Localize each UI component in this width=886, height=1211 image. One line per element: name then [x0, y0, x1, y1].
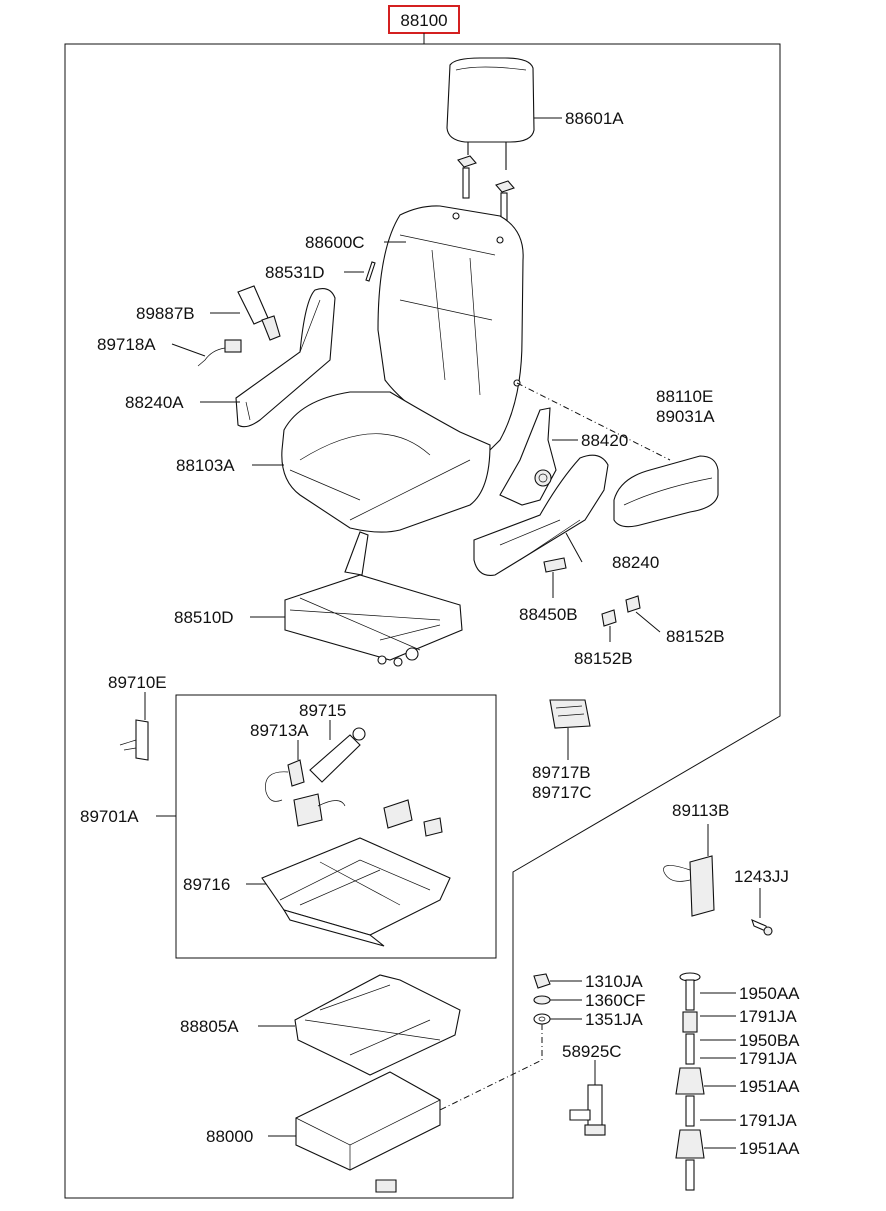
- connector-part-89717[interactable]: [549, 699, 591, 729]
- label-88103A: 88103A: [176, 456, 235, 475]
- cap-part-88450B[interactable]: [543, 557, 567, 573]
- label-89718A: 89718A: [97, 335, 156, 354]
- label-89717B: 89717B: [532, 763, 591, 782]
- washer-part-1351JA[interactable]: [533, 1013, 551, 1025]
- side-cover-right-part[interactable]: [473, 454, 609, 576]
- seat-cushion-part[interactable]: [281, 391, 491, 533]
- label-89113B: 89113B: [672, 801, 729, 820]
- label-88152B-right: 88152B: [666, 627, 725, 646]
- pad-part-88152B-a[interactable]: [625, 595, 641, 613]
- label-88152B-below: 88152B: [574, 649, 633, 668]
- main-part-number: 88100: [400, 11, 447, 30]
- label-89716: 89716: [183, 875, 230, 894]
- label-58925C: 58925C: [562, 1042, 622, 1061]
- actuator-part-89715[interactable]: [309, 727, 366, 783]
- label-89717C: 89717C: [532, 783, 592, 802]
- label-1951AA-1: 1951AA: [739, 1077, 800, 1096]
- label-88510D: 88510D: [174, 608, 234, 627]
- side-cover-left-part[interactable]: [235, 288, 336, 428]
- label-1950AA: 1950AA: [739, 984, 800, 1003]
- label-88240A: 88240A: [125, 393, 184, 412]
- label-88601A: 88601A: [565, 109, 624, 128]
- hose-fitting-stack[interactable]: [675, 972, 705, 1191]
- label-1360CF: 1360CF: [585, 991, 645, 1010]
- headrest-part[interactable]: [446, 57, 535, 224]
- label-88000: 88000: [206, 1127, 253, 1146]
- label-89710E: 89710E: [108, 673, 167, 692]
- label-1791JA-2: 1791JA: [739, 1049, 797, 1068]
- label-88110E: 88110E: [656, 387, 713, 406]
- label-88805A: 88805A: [180, 1017, 239, 1036]
- label-89031A: 89031A: [656, 407, 715, 426]
- label-89713A: 89713A: [250, 721, 309, 740]
- motor-parts-group[interactable]: [293, 793, 443, 837]
- label-1791JA-1: 1791JA: [739, 1007, 797, 1026]
- label-88240: 88240: [612, 553, 659, 572]
- seat-adjuster-rail-part[interactable]: [284, 531, 463, 667]
- sub-assembly-box-89701A: [175, 694, 497, 959]
- bracket-part-89113B[interactable]: [663, 855, 715, 917]
- sensor-part-89718A[interactable]: [197, 339, 242, 367]
- label-88420: 88420: [581, 431, 628, 450]
- label-88450B: 88450B: [519, 605, 578, 624]
- label-1950BA: 1950BA: [739, 1031, 800, 1050]
- assembly-frame: [64, 43, 781, 1199]
- label-88600C: 88600C: [305, 233, 365, 252]
- label-1951AA-2: 1951AA: [739, 1139, 800, 1158]
- washer-part-1360CF[interactable]: [533, 995, 551, 1005]
- label-88531D: 88531D: [265, 263, 325, 282]
- bolt-part-1243JJ[interactable]: [751, 919, 773, 936]
- base-tray-part-88000[interactable]: [295, 1071, 441, 1193]
- switch-part-89713A[interactable]: [265, 759, 305, 802]
- label-1791JA-3: 1791JA: [739, 1111, 797, 1130]
- armrest-part[interactable]: [613, 455, 719, 528]
- pad-part-88152B-b[interactable]: [601, 609, 617, 627]
- power-seat-frame-part-89716[interactable]: [261, 837, 451, 947]
- label-1243JJ: 1243JJ: [734, 867, 789, 886]
- bracket-part-89710E[interactable]: [119, 719, 149, 761]
- seat-belt-buckle-part[interactable]: [237, 285, 281, 341]
- nut-part-1310JA[interactable]: [533, 973, 551, 989]
- label-1310JA: 1310JA: [585, 972, 643, 991]
- pin-part-88531D[interactable]: [365, 261, 376, 282]
- label-1351JA: 1351JA: [585, 1010, 643, 1029]
- valve-part-58925C[interactable]: [569, 1084, 606, 1136]
- label-89715: 89715: [299, 701, 346, 720]
- label-89701A: 89701A: [80, 807, 139, 826]
- label-89887B: 89887B: [136, 304, 195, 323]
- recliner-part[interactable]: [499, 407, 557, 506]
- lower-rail-part-88805A[interactable]: [294, 974, 461, 1076]
